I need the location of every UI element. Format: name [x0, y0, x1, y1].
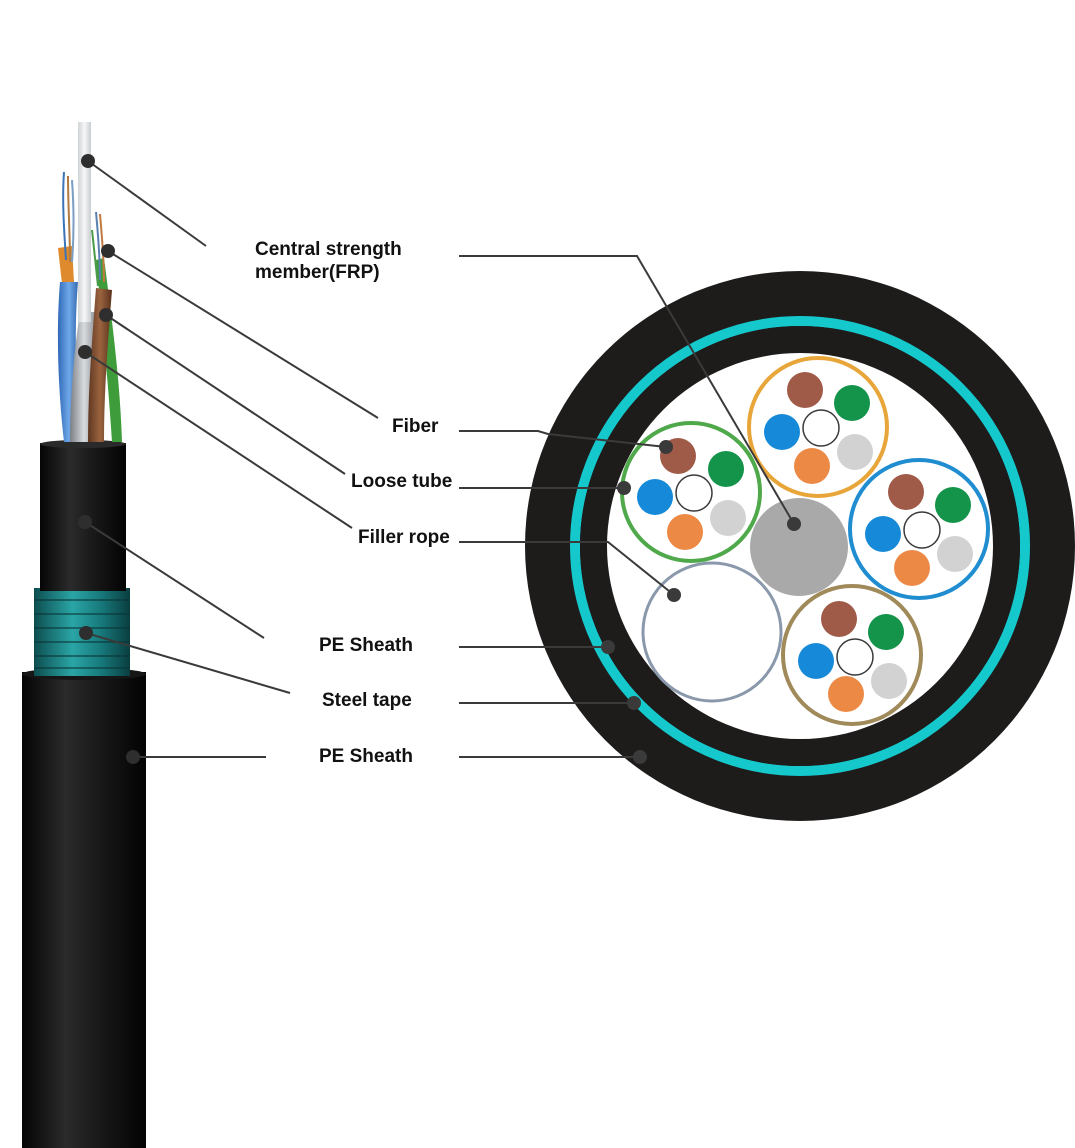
leader-frp-left: [87, 160, 207, 247]
label-central-strength-member: Central strength member(FRP): [255, 239, 402, 283]
cable-cross-section: [525, 271, 1075, 821]
fiber-brown: [787, 372, 823, 408]
loose-fiber-ends: [62, 171, 105, 287]
label-loose-tube: Loose tube: [351, 471, 453, 492]
fiber-brown: [821, 601, 857, 637]
exposed-core: [57, 122, 122, 442]
fiber-orange: [794, 448, 830, 484]
leader-steel-left: [85, 632, 291, 694]
loose-tube-olive: [781, 584, 923, 726]
fiber-white: [802, 409, 840, 447]
label-steel-tape: Steel tape: [322, 690, 412, 711]
right-leader-dots: [601, 440, 801, 764]
loose-tube-blue: [848, 458, 990, 600]
grey-filler-strand: [70, 312, 98, 442]
cable-side-view: [22, 122, 146, 1148]
fiber-white: [903, 511, 941, 549]
leader-loose-tube-left: [105, 314, 346, 475]
steel-tape-ring: [570, 316, 1030, 776]
fiber-green: [868, 614, 904, 650]
fiber-blue: [865, 516, 901, 552]
leader-frp-right: [459, 255, 795, 525]
label-pe-sheath-outer: PE Sheath: [319, 746, 413, 767]
left-leader-dots: [78, 154, 140, 764]
fiber-white: [836, 638, 874, 676]
left-leader-lines: [84, 160, 379, 758]
fiber-grey: [837, 434, 873, 470]
fiber-orange: [828, 676, 864, 712]
leader-filler-right: [459, 541, 675, 596]
fiber-blue: [764, 414, 800, 450]
label-filler-rope: Filler rope: [358, 527, 450, 548]
fiber-blue: [637, 479, 673, 515]
outer-pe-sheath-section: [22, 672, 146, 1148]
fiber-brown: [888, 474, 924, 510]
filler-rope: [641, 561, 783, 703]
fiber-orange: [894, 550, 930, 586]
leader-pe-inner-left: [84, 521, 265, 639]
leader-fiber-right: [459, 430, 667, 448]
fiber-green: [834, 385, 870, 421]
central-strength-member: [750, 498, 848, 596]
fiber-green: [708, 451, 744, 487]
brown-tube-strand: [88, 288, 112, 442]
leader-filler-left: [84, 351, 353, 529]
fiber-grey: [871, 663, 907, 699]
fiber-grey: [710, 500, 746, 536]
inner-pe-sheath-top-edge: [40, 440, 126, 448]
loose-tube-orange: [747, 356, 889, 498]
label-pe-sheath-inner: PE Sheath: [319, 635, 413, 656]
central-frp-rod: [78, 122, 91, 322]
fiber-white: [675, 474, 713, 512]
fiber-grey: [937, 536, 973, 572]
fiber-orange: [667, 514, 703, 550]
loose-tube-green: [620, 421, 762, 563]
right-leader-lines: [459, 255, 795, 758]
label-fiber: Fiber: [392, 416, 439, 437]
leader-fiber-left: [107, 250, 379, 419]
fiber-green: [935, 487, 971, 523]
fiber-blue: [798, 643, 834, 679]
